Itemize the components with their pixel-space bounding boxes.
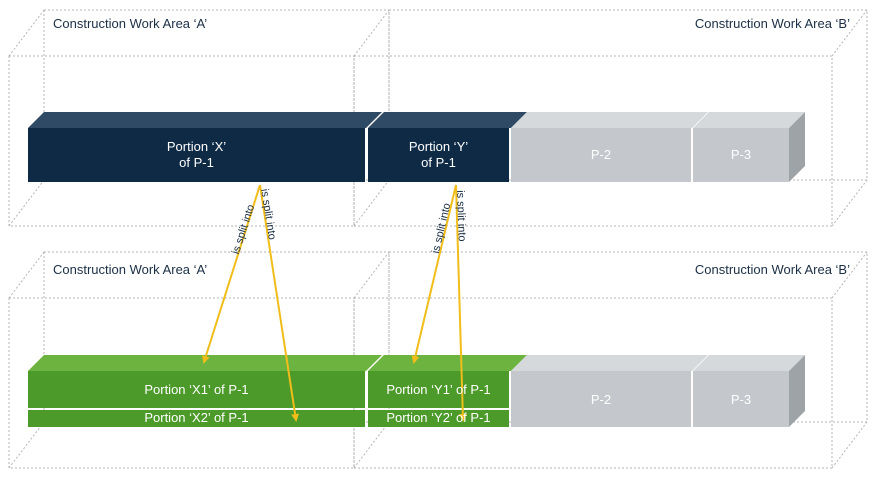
bottom-segment-p3-label: P-3 <box>730 392 752 407</box>
split-arrows <box>201 184 467 422</box>
top-area-b-box <box>353 9 868 227</box>
bottom-segment-p3 <box>693 355 805 427</box>
bottom-segment-y1-label: Portion ‘Y1’ of P-1 <box>386 382 491 397</box>
arrow-y-to-y1 <box>411 184 457 364</box>
bottom-segment-p2-label: P-2 <box>590 392 612 407</box>
arrow-y-to-y2 <box>455 184 467 422</box>
top-area-a-label: Construction Work Area ‘A’ <box>53 16 208 31</box>
top-segment-p3-label: P-3 <box>730 147 752 162</box>
bottom-area-b-label: Construction Work Area ‘B’ <box>694 262 850 277</box>
top-segment-p2 <box>511 112 708 182</box>
arrow-x-to-x1 <box>201 184 261 364</box>
top-segment-p3 <box>693 112 805 182</box>
top-segment-y-label: Portion ‘Y’ of P-1 <box>408 139 469 170</box>
bottom-segment-x2-label: Portion ‘X2’ of P-1 <box>144 410 249 425</box>
top-segment-p2-label: P-2 <box>590 147 612 162</box>
bottom-segment-y2-label: Portion ‘Y2’ of P-1 <box>386 410 491 425</box>
arrow-x-to-x2 <box>259 184 300 422</box>
bottom-segment-p2 <box>511 355 708 427</box>
split-label-y2: is split into <box>454 190 468 242</box>
bottom-segment-y <box>368 355 527 427</box>
bottom-area-b-box <box>353 251 868 469</box>
top-segment-x <box>28 112 382 182</box>
top-area-b-label: Construction Work Area ‘B’ <box>694 16 850 31</box>
bottom-segment-x1-label: Portion ‘X1’ of P-1 <box>144 382 249 397</box>
top-segment-y <box>368 112 527 182</box>
top-segment-x-label: Portion ‘X’ of P-1 <box>166 139 227 170</box>
bottom-area-a-label: Construction Work Area ‘A’ <box>53 262 208 277</box>
